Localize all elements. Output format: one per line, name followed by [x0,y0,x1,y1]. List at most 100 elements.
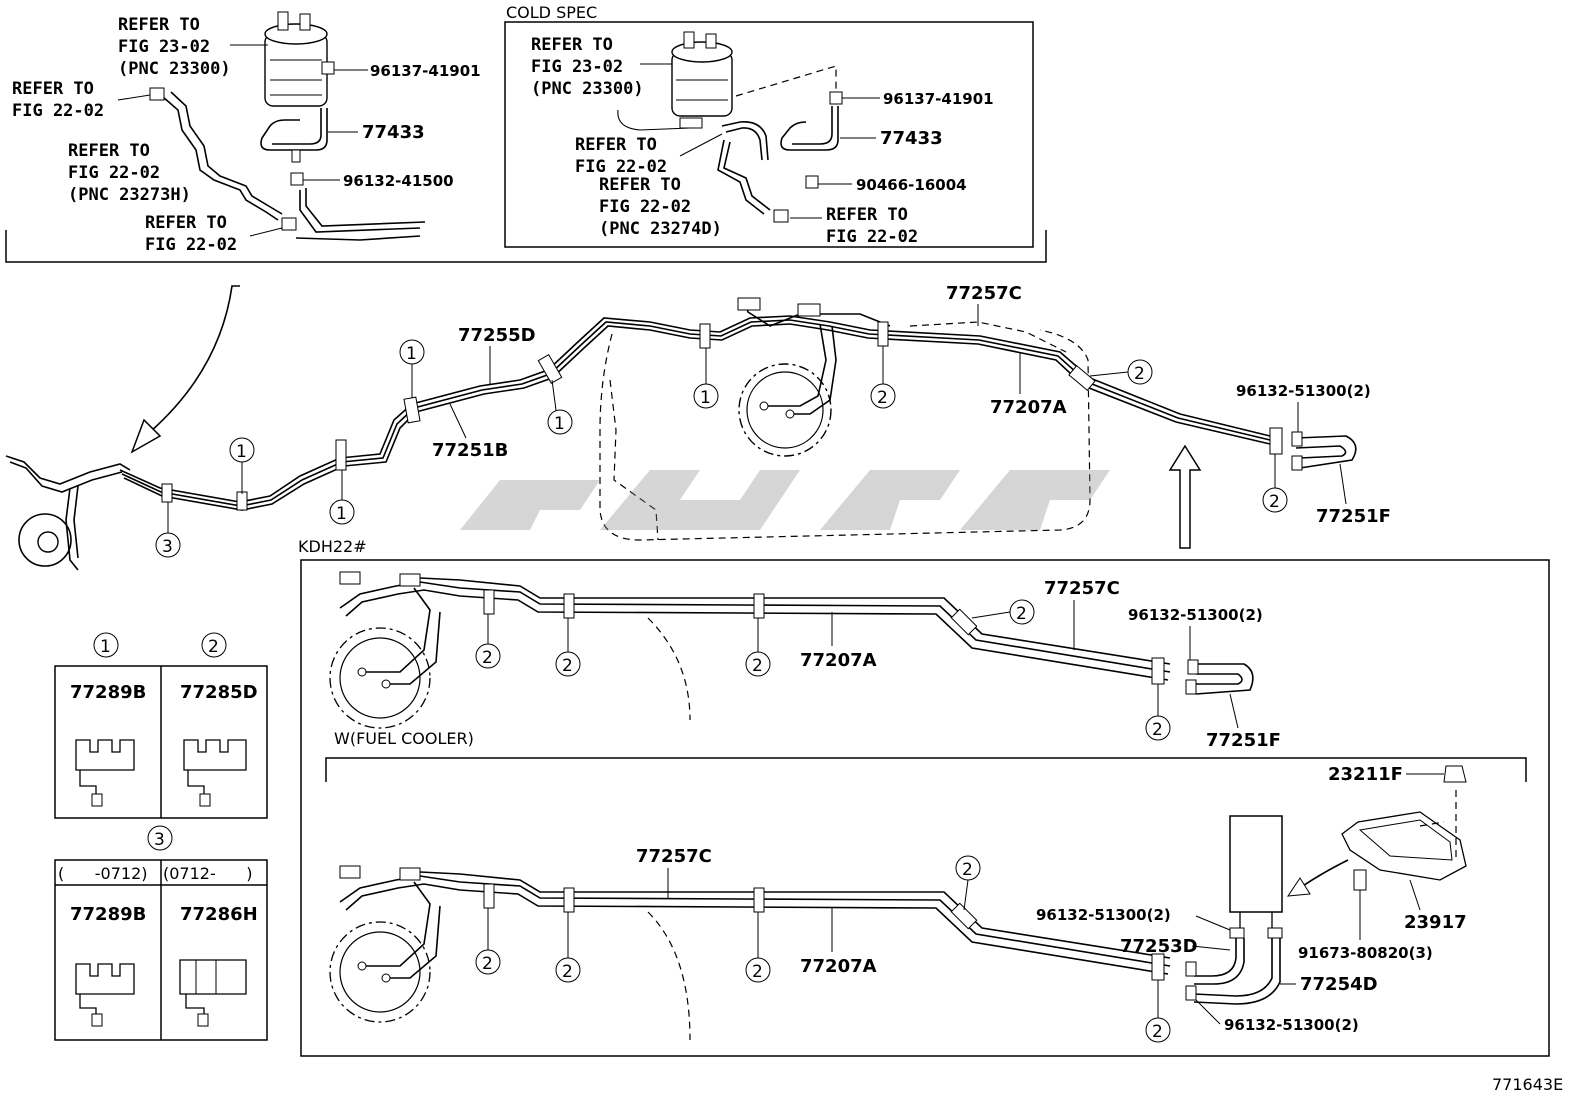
bracket-icon [1341,790,1467,881]
part-number: 77207A [800,650,877,671]
clamp-icon [950,608,978,636]
clamp-icon [563,593,575,619]
marker-2: 2 [971,599,1035,625]
refer-fig23-label: REFER TO FIG 23-02 (PNC 23300) [531,35,644,99]
kdh-section: KDH22# 2 2 2 2 2 77257C 96132-51300(2) 7 [298,537,1550,1057]
fuel-filter-icon [671,31,733,117]
part-number: 77289B [70,682,146,703]
refer-fig23-label: REFER TO FIG 23-02 (PNC 23300) [118,15,231,79]
svg-text:FIG 22-02: FIG 22-02 [145,235,237,255]
fuel-cooler-icon [1229,815,1283,928]
clamp-icon [753,593,765,619]
marker-2: 2 [475,614,501,669]
clamp-icon [537,354,563,384]
clamp-icon [403,396,421,424]
svg-text:2: 2 [1016,604,1027,624]
clamp-icon [1151,657,1165,685]
part-number: 77289B [70,904,146,925]
svg-text:REFER TO: REFER TO [575,135,657,155]
clip-icon [1443,765,1467,783]
marker-2: 2 [555,618,581,677]
part-number: 96137-41901 [883,90,994,108]
part-number: 77257C [946,283,1022,304]
clamp-icon [149,87,165,101]
svg-text:(PNC 23300): (PNC 23300) [118,59,231,79]
part-number: 90466-16004 [856,176,967,194]
svg-text:1: 1 [236,442,247,462]
part-number: 77253D [1120,936,1198,957]
svg-text:FIG 22-02: FIG 22-02 [599,197,691,217]
column-header: (0712- ) [163,864,253,883]
marker-2: 2 [955,855,981,911]
svg-text:(PNC 23273H): (PNC 23273H) [68,185,191,205]
fuel-pump-icon [5,455,131,571]
clamp-icon [281,217,297,231]
marker-3: 3 [155,502,181,558]
marker-1: 1 [329,470,355,525]
part-number: 77251F [1316,506,1391,527]
clamp-icon [236,491,248,511]
marker-1: 1 [399,339,425,398]
marker-2: 2 [1145,980,1171,1043]
legend-header-1: 1 [93,632,119,658]
clamp-legend-1-2: 1 2 77289B 77285D [54,632,268,819]
svg-text:2: 2 [962,860,973,880]
part-number: 77207A [990,397,1067,418]
cold-spec-inset: COLD SPEC REFER TO FIG 23-02 (PNC 23300)… [504,3,1034,248]
clamp-icon [335,439,347,471]
marker-2: 2 [870,346,896,409]
marker-2: 2 [745,618,771,677]
refer-fig22-pnc-label: REFER TO FIG 22-02 (PNC 23274D) [599,175,722,239]
clamp-icon [75,739,135,807]
svg-text:(PNC 23274D): (PNC 23274D) [599,219,722,239]
svg-text:FIG 22-02: FIG 22-02 [12,101,104,121]
column-header: ( -0712) [58,864,148,883]
svg-text:3: 3 [162,537,173,557]
part-number: 96137-41901 [370,62,481,80]
clamp-icon [161,483,173,503]
clamp-icon [75,963,135,1027]
marker-2: 2 [1262,454,1288,513]
arrow-icon [130,418,162,454]
refer-fig22-b-label: REFER TO FIG 22-02 [145,213,237,255]
svg-text:FIG 22-02: FIG 22-02 [826,227,918,247]
svg-text:1: 1 [100,637,111,657]
svg-text:REFER TO: REFER TO [145,213,227,233]
fuel-filter-icon [264,11,328,107]
part-number: 77257C [1044,578,1120,599]
marker-2: 2 [745,912,771,983]
clamp-icon [483,883,495,909]
marker-2: 2 [475,908,501,975]
part-number: 91673-80820(3) [1298,944,1433,962]
bolt-icon [1353,869,1367,891]
svg-text:REFER TO: REFER TO [12,79,94,99]
clamp-icon [773,209,789,223]
svg-text:REFER TO: REFER TO [531,35,613,55]
part-number: 77251F [1206,730,1281,751]
svg-text:(PNC 23300): (PNC 23300) [531,79,644,99]
svg-text:3: 3 [154,830,165,850]
clamp-icon [483,589,495,615]
part-number: 77255D [458,325,536,346]
part-number: 96132-51300(2) [1236,382,1371,400]
section-title: COLD SPEC [506,3,597,22]
part-number: 77254D [1300,974,1378,995]
part-number: 96132-41500 [343,172,454,190]
svg-text:2: 2 [562,656,573,676]
svg-text:2: 2 [482,954,493,974]
svg-text:2: 2 [1269,492,1280,512]
clamp-icon [829,91,843,105]
svg-text:2: 2 [1152,1022,1163,1042]
refer-fig22-label: REFER TO FIG 22-02 [575,135,667,177]
part-number: 96132-51300(2) [1128,606,1263,624]
refer-fig22-pnc-label: REFER TO FIG 22-02 (PNC 23273H) [68,141,191,205]
marker-2: 2 [1089,359,1153,385]
svg-text:1: 1 [406,344,417,364]
marker-2: 2 [555,912,581,983]
svg-text:FIG 23-02: FIG 23-02 [118,37,210,57]
svg-text:2: 2 [752,962,763,982]
marker-1: 1 [547,379,573,435]
clamp-icon [753,887,765,913]
legend-header-3: 3 [147,825,173,851]
refer-fig22-label: REFER TO FIG 22-02 [12,79,104,121]
